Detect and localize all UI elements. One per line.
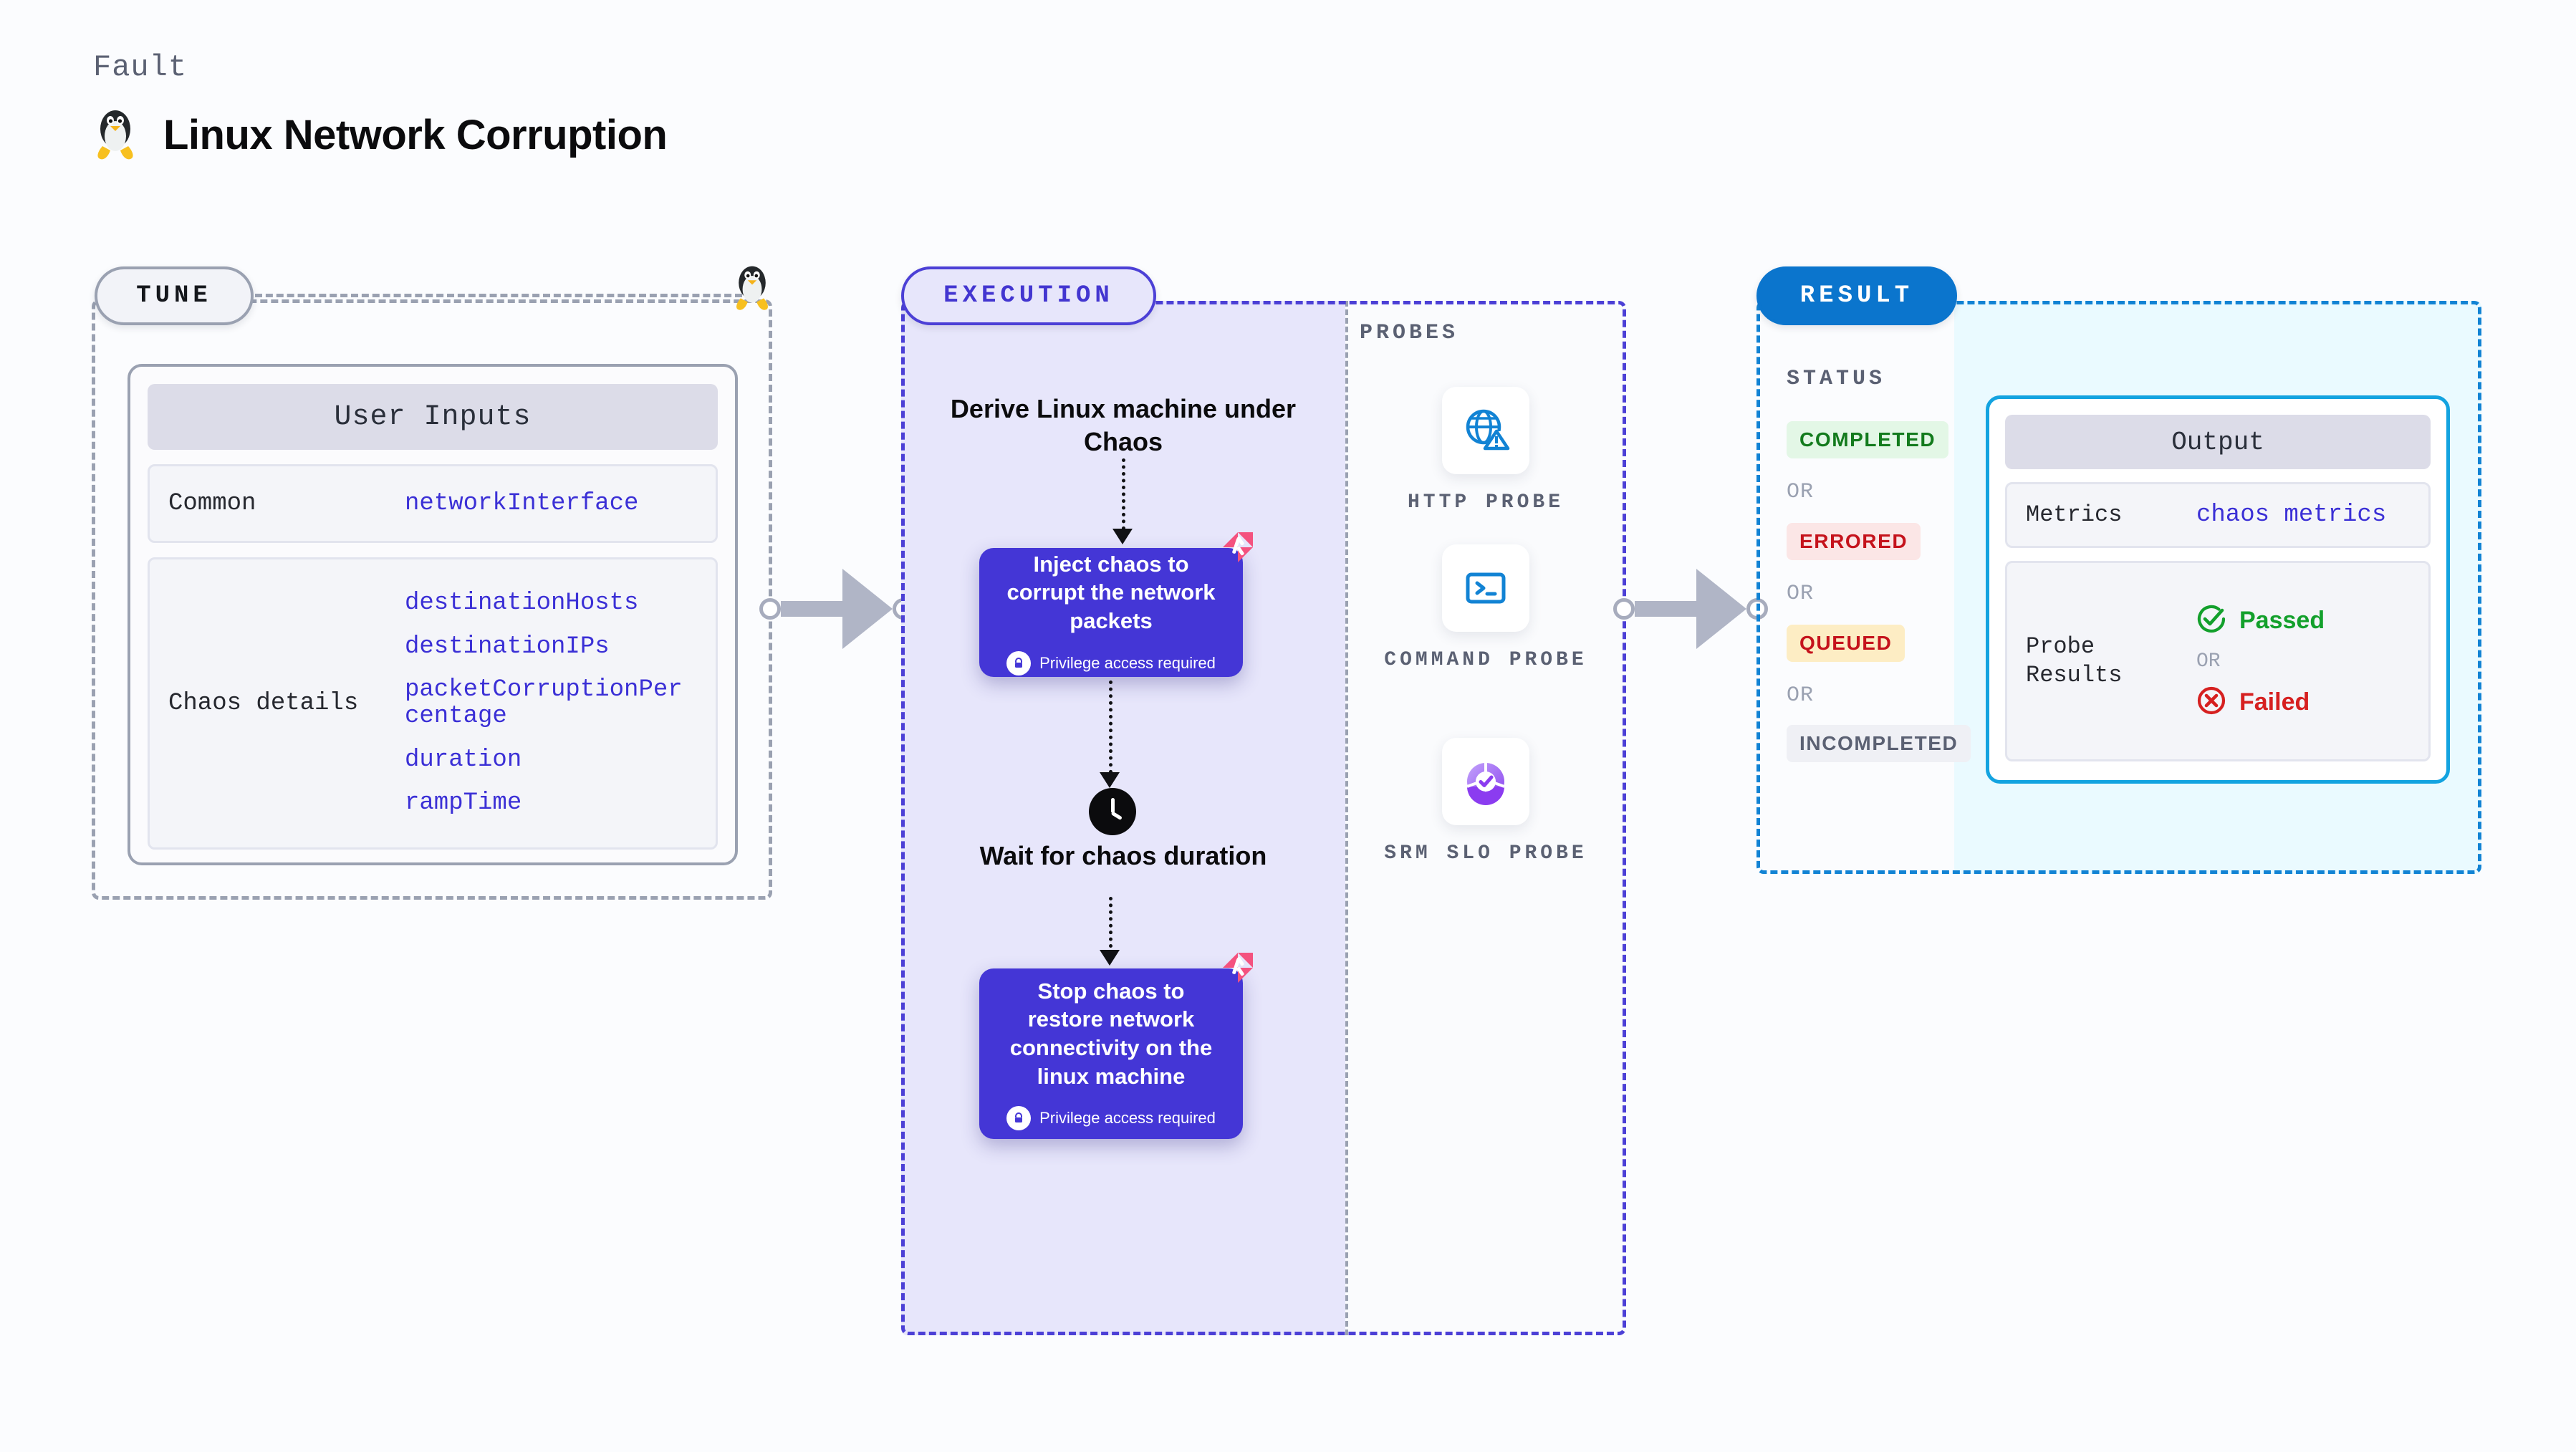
user-input-value[interactable]: duration: [405, 746, 522, 774]
connector-dot-start: [1613, 598, 1635, 620]
flow-dash-3: [1109, 897, 1112, 961]
connector-execution-to-result: [1613, 566, 1768, 652]
user-input-value[interactable]: destinationHosts: [405, 589, 639, 617]
probe-result-passed: Passed: [2196, 604, 2325, 638]
privilege-note: Privilege access required: [1006, 1106, 1216, 1131]
connector-shaft: [1635, 601, 1698, 617]
connector-arrowhead: [1696, 569, 1746, 649]
linux-penguin-icon: [93, 107, 138, 162]
flow-arrow-3: [1100, 950, 1120, 966]
terminal-icon: [1442, 544, 1529, 632]
user-input-value[interactable]: packetCorruptionPercentage: [405, 676, 683, 730]
privilege-label: Privilege access required: [1039, 1109, 1216, 1128]
x-circle-icon: [2196, 686, 2226, 719]
output-row-probe-results: Probe Results Passed OR: [2005, 561, 2431, 761]
user-input-row-chaos-details: Chaos details destinationHosts destinati…: [148, 557, 718, 850]
derive-step-label: Derive Linux machine under Chaos: [950, 394, 1297, 457]
user-inputs-card: User Inputs Common networkInterface Chao…: [128, 364, 738, 865]
connector-shaft: [781, 601, 844, 617]
output-row-metrics: Metrics chaos metrics: [2005, 482, 2431, 548]
connector-dot-start: [759, 598, 781, 620]
output-card: Output Metrics chaos metrics Probe Resul…: [1986, 395, 2450, 784]
privilege-note: Privilege access required: [1006, 650, 1216, 675]
result-stage-pill[interactable]: RESULT: [1756, 266, 1957, 325]
probe-label: SRM SLO PROBE: [1384, 842, 1587, 865]
harness-logo-icon: [1220, 529, 1256, 569]
task-stop-chaos[interactable]: Stop chaos to restore network connectivi…: [979, 953, 1253, 1139]
probe-label: HTTP PROBE: [1407, 491, 1565, 514]
output-value-metrics[interactable]: chaos metrics: [2196, 501, 2387, 529]
status-or-label: OR: [1787, 683, 1815, 708]
slo-check-icon: [1442, 738, 1529, 825]
globe-warning-icon: [1442, 387, 1529, 474]
task-inject-chaos[interactable]: Inject chaos to corrupt the network pack…: [979, 532, 1253, 677]
probe-item-command[interactable]: COMMAND PROBE: [1345, 544, 1626, 673]
flow-arrow-1: [1112, 529, 1133, 544]
user-input-values: destinationHosts destinationIPs packetCo…: [405, 590, 691, 817]
probe-result-failed: Failed: [2196, 686, 2325, 719]
fault-eyebrow-label: Fault: [93, 50, 188, 85]
tune-dashed-connector: [255, 294, 742, 297]
execution-stage-panel: [901, 301, 1626, 1335]
tune-stage-pill[interactable]: TUNE: [95, 266, 254, 325]
probe-item-srm-slo[interactable]: SRM SLO PROBE: [1345, 738, 1626, 867]
status-section-label: STATUS: [1787, 367, 1886, 391]
page-title-row: Linux Network Corruption: [93, 107, 668, 162]
status-badge-completed: COMPLETED: [1787, 421, 1949, 458]
user-input-key: Chaos details: [168, 689, 359, 717]
user-input-values: networkInterface: [405, 489, 639, 517]
execution-stage-pill[interactable]: EXECUTION: [901, 266, 1156, 325]
status-badge-queued: QUEUED: [1787, 625, 1905, 662]
probe-result-or-label: OR: [2196, 650, 2221, 673]
output-key: Metrics: [2026, 501, 2123, 528]
probe-passed-label: Passed: [2239, 606, 2325, 634]
status-badge-incompleted: INCOMPLETED: [1787, 725, 1971, 762]
flow-dash-1: [1122, 458, 1125, 530]
flow-arrow-2: [1100, 772, 1120, 788]
lock-icon: [1006, 1106, 1032, 1131]
status-or-label: OR: [1787, 480, 1815, 504]
user-input-value[interactable]: destinationIPs: [405, 633, 610, 660]
wait-step-label: Wait for chaos duration: [979, 841, 1267, 870]
output-key: Probe Results: [2026, 633, 2123, 688]
connector-tune-to-execution: [759, 566, 914, 652]
linux-penguin-icon-tune: [732, 264, 772, 316]
connector-arrowhead: [842, 569, 893, 649]
clock-icon: [1089, 788, 1136, 835]
user-input-value[interactable]: networkInterface: [405, 489, 639, 517]
user-input-row-common: Common networkInterface: [148, 464, 718, 543]
flow-dash-2: [1109, 681, 1112, 774]
task-title: Inject chaos to corrupt the network pack…: [1006, 551, 1216, 633]
user-inputs-title: User Inputs: [148, 384, 718, 450]
page-title: Linux Network Corruption: [163, 111, 668, 158]
task-title: Stop chaos to restore network connectivi…: [1009, 978, 1213, 1089]
probe-item-http[interactable]: HTTP PROBE: [1345, 387, 1626, 516]
status-or-label: OR: [1787, 582, 1815, 606]
status-badge-errored: ERRORED: [1787, 523, 1921, 560]
privilege-label: Privilege access required: [1039, 653, 1216, 672]
probe-result-values: Passed OR Failed: [2196, 604, 2325, 719]
output-title: Output: [2005, 415, 2431, 469]
user-input-value[interactable]: rampTime: [405, 789, 522, 817]
result-stage-panel: [1756, 301, 2481, 874]
check-circle-icon: [2196, 604, 2226, 638]
probes-section-label: PROBES: [1360, 321, 1459, 345]
probe-label: COMMAND PROBE: [1384, 649, 1587, 671]
probe-failed-label: Failed: [2239, 688, 2310, 716]
user-input-key: Common: [168, 489, 256, 517]
lock-icon: [1006, 650, 1032, 675]
harness-logo-icon: [1220, 950, 1256, 989]
